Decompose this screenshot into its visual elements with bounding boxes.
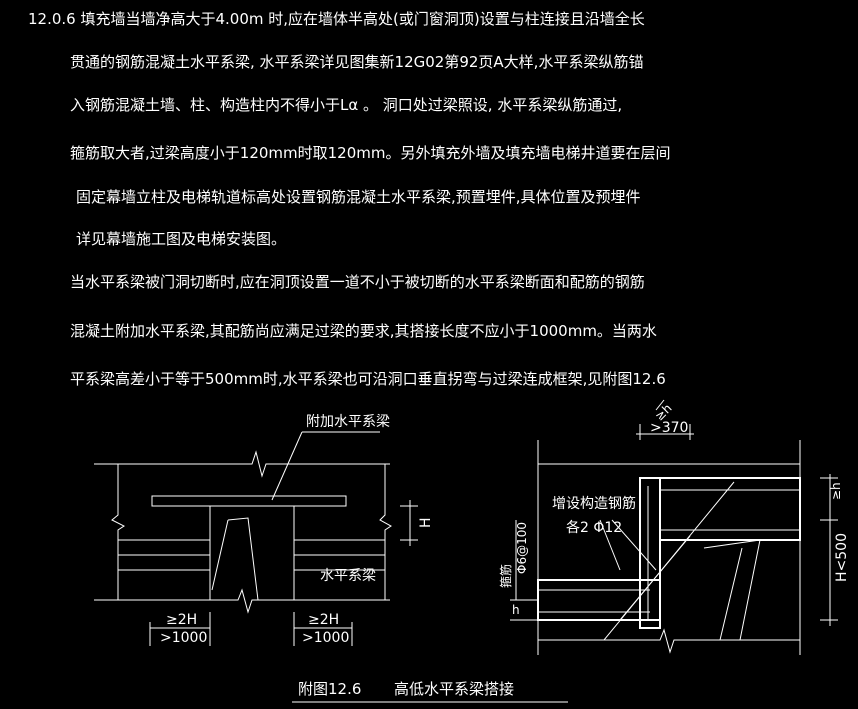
note-line-9: 平系梁高差小于等于500mm时,水平系梁也可沿洞口垂直拐弯与过梁连成框架,见附图…: [70, 370, 666, 388]
label-leader: [271, 431, 303, 501]
dim-h-right: H<500: [834, 533, 850, 582]
label-rebar-spec: 各2 Φ12: [566, 520, 622, 536]
leader-1: [599, 519, 621, 571]
dim-h-label: H: [418, 517, 434, 528]
dim-left-bottom: >1000: [160, 630, 207, 646]
note-line-8: 混凝土附加水平系梁,其配筋尚应满足过梁的要求,其搭接长度不应小于1000mm。当…: [70, 322, 657, 340]
note-line-6: 详见幕墙施工图及电梯安装图。: [76, 230, 287, 248]
dim-h-small: h: [512, 603, 520, 617]
right-detail: [510, 399, 838, 655]
additional-beam: [151, 495, 347, 507]
leader-2: [611, 519, 657, 571]
note-line-3: 入钢筋混凝土墙、柱、构造柱内不得小于Lα 。 洞口处过梁照设, 水平系梁纵筋通过…: [70, 96, 623, 114]
column-outline: [639, 477, 661, 629]
wall-bottom-line: [94, 588, 390, 614]
top-dim-mark: [655, 399, 665, 411]
label-stirrup: 箍筋: [498, 564, 513, 588]
brace-line-2: [211, 519, 229, 591]
dim-top-b: >370: [650, 420, 688, 436]
note-line-4: 箍筋取大者,过梁高度小于120mm时取120mm。另外填充外墙及填充墙电梯井道要…: [70, 144, 671, 162]
right-break-line: [379, 464, 392, 600]
dim-right-top: ≥2H: [308, 612, 339, 628]
brace-shape-2: [719, 547, 743, 641]
diagonal-rebar-2: [619, 535, 691, 621]
caption-title: 高低水平系梁搭接: [394, 680, 514, 698]
upper-beam: [659, 477, 801, 541]
note-line-5: 固定幕墙立柱及电梯轨道标高处设置钢筋混凝土水平系梁,预置埋件,具体位置及预埋件: [76, 188, 641, 206]
dim-right-bottom: >1000: [302, 630, 349, 646]
wall-top-line: [94, 450, 390, 478]
note-line-2: 贯通的钢筋混凝土水平系梁, 水平系梁详见图集新12G02第92页A大样,水平系梁…: [70, 53, 644, 71]
lower-beam: [537, 579, 661, 621]
wall-bottom: [538, 628, 800, 654]
brace-shape: [703, 539, 761, 641]
left-break-line: [111, 464, 125, 600]
label-horizontal-beam: 水平系梁: [320, 568, 376, 584]
label-additional-beam: 附加水平系梁: [306, 414, 390, 430]
caption-number: 附图12.6: [298, 680, 361, 698]
dim-h-right-top: ≥h: [829, 482, 843, 500]
note-line-7: 当水平系梁被门洞切断时,应在洞顶设置一道不小于被切断的水平系梁断面和配筋的钢筋: [70, 273, 645, 291]
left-detail: [94, 431, 418, 646]
brace-line: [227, 517, 259, 601]
note-line-1: 12.0.6 填充墙当墙净高大于4.00m 时,应在墙体半高处(或门窗洞顶)设置…: [28, 10, 645, 28]
dim-left-top: ≥2H: [166, 612, 197, 628]
label-stirrup-spec: Φ6@100: [515, 522, 529, 574]
label-added-rebar: 增设构造钢筋: [552, 495, 636, 512]
